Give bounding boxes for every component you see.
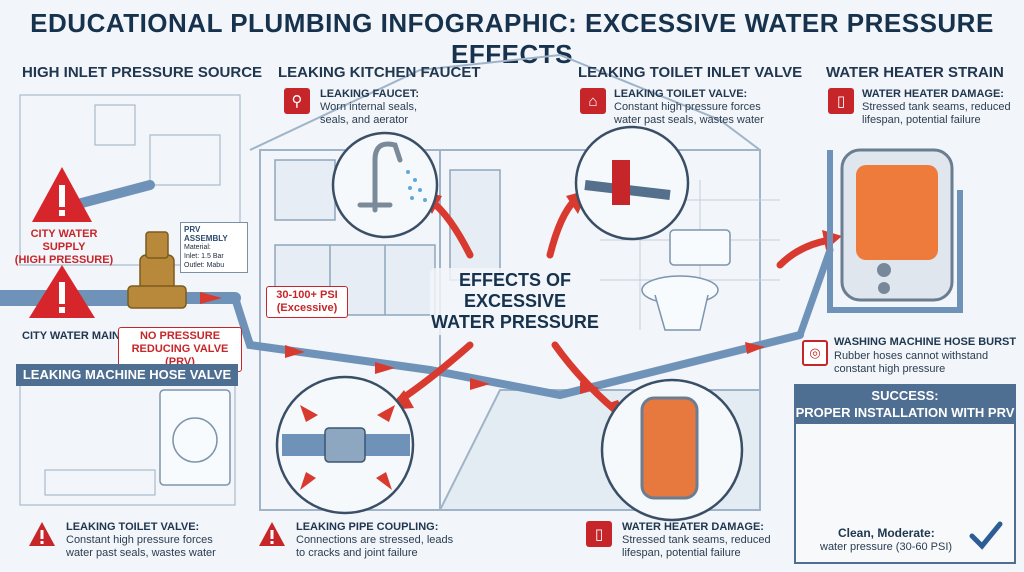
washing-machine-icon: ◎ bbox=[802, 340, 828, 366]
heading-heater: WATER HEATER STRAIN bbox=[826, 64, 1004, 81]
city-supply-line-1: CITY WATER SUPPLY bbox=[30, 228, 98, 253]
prv-assembly-title: PRV ASSEMBLY bbox=[184, 225, 228, 243]
success-banner: SUCCESS: PROPER INSTALLATION WITH PRV bbox=[794, 384, 1016, 424]
washing-machine bbox=[159, 389, 231, 486]
city-main-label: CITY WATER MAIN bbox=[22, 330, 120, 342]
psi-line-1: 30-100+ PSI bbox=[276, 289, 338, 301]
heading-toilet: LEAKING TOILET INLET VALVE bbox=[578, 64, 803, 81]
kitchen-desc-2: seals, and aerator bbox=[320, 114, 409, 126]
faucet-icon: ⚲ bbox=[284, 88, 310, 114]
washer-desc-2: constant high pressure bbox=[834, 363, 946, 375]
heater-pipes bbox=[827, 150, 963, 313]
water-heater-icon: ▯ bbox=[586, 521, 612, 547]
toilet-desc-1: Constant high pressure forces bbox=[614, 101, 761, 113]
success-heading-1: SUCCESS: bbox=[871, 388, 939, 403]
washer-desc-1: Rubber hoses cannot withstand bbox=[834, 350, 989, 362]
coupling bbox=[324, 427, 366, 463]
toilet-label: LEAKING TOILET VALVE: bbox=[614, 88, 748, 100]
heading-inlet: HIGH INLET PRESSURE SOURCE bbox=[22, 64, 263, 81]
warning-icon bbox=[259, 522, 285, 546]
prv-assembly-card: PRV ASSEMBLY Material: Inlet: 1.5 Bar Ou… bbox=[180, 222, 248, 273]
bottom-3-label: WATER HEATER DAMAGE: bbox=[622, 521, 764, 533]
bottom-1-desc-2: water past seals, wastes water bbox=[66, 547, 216, 559]
success-desc: water pressure (30-60 PSI) bbox=[820, 541, 953, 553]
bottom-3-desc-1: Stressed tank seams, reduced bbox=[622, 534, 771, 546]
toilet-desc-2: water past seals, wastes water bbox=[614, 114, 764, 126]
psi-line-2: (Excessive) bbox=[276, 302, 338, 314]
city-supply-line-2: (HIGH PRESSURE) bbox=[14, 254, 114, 266]
washer-label: WASHING MACHINE HOSE BURST bbox=[834, 336, 1017, 348]
bottom-2-desc-1: Connections are stressed, leads bbox=[296, 534, 454, 546]
bottom-1-desc-1: Constant high pressure forces bbox=[66, 534, 213, 546]
machine-hose-banner: LEAKING MACHINE HOSE VALVE bbox=[16, 364, 238, 386]
triangle-marks bbox=[59, 185, 65, 313]
toilet-illustration bbox=[641, 229, 731, 331]
no-prv-line-1: NO PRESSURE bbox=[139, 330, 221, 342]
bottom-3-desc-2: lifespan, potential failure bbox=[622, 547, 741, 559]
bottom-1-label: LEAKING TOILET VALVE: bbox=[66, 521, 200, 533]
prv-row-1-key: Material: bbox=[184, 244, 211, 251]
bottom-2-label: LEAKING PIPE COUPLING: bbox=[296, 521, 439, 533]
center-title-1: EFFECTS OF bbox=[459, 270, 571, 290]
heater-desc-1: Stressed tank seams, reduced bbox=[862, 101, 1011, 113]
bottom-2-desc-2: to cracks and joint failure bbox=[296, 547, 418, 559]
prv-row-3: Outlet: Mabu bbox=[184, 261, 244, 270]
pressure-arrows bbox=[300, 405, 395, 490]
heading-kitchen: LEAKING KITCHEN FAUCET bbox=[278, 64, 481, 81]
center-title-2: EXCESSIVE bbox=[463, 291, 567, 311]
success-heading-2: PROPER INSTALLATION WITH PRV bbox=[795, 405, 1015, 420]
psi-callout: 30-100+ PSI (Excessive) bbox=[266, 286, 348, 318]
heater-label: WATER HEATER DAMAGE: bbox=[862, 88, 1004, 100]
prv-row-1: Material: bbox=[184, 243, 244, 252]
warning-icon bbox=[29, 522, 55, 546]
spray-dots bbox=[406, 170, 427, 202]
prv-row-2-key: Inlet: bbox=[184, 253, 200, 260]
heater-desc-2: lifespan, potential failure bbox=[862, 114, 981, 126]
center-title-3: WATER PRESSURE bbox=[431, 312, 599, 332]
kitchen-label: LEAKING FAUCET: bbox=[320, 88, 419, 100]
prv-row-2-val: 1.5 Bar bbox=[201, 253, 224, 260]
success-label: Clean, Moderate: bbox=[838, 526, 935, 540]
water-heater-icon: ▯ bbox=[828, 88, 854, 114]
faucet-detail bbox=[357, 141, 403, 213]
heater-tank-small bbox=[640, 396, 699, 500]
prv-row-2: Inlet: 1.5 Bar bbox=[184, 252, 244, 261]
water-heater-large bbox=[840, 148, 954, 302]
city-supply-label: CITY WATER SUPPLY (HIGH PRESSURE) bbox=[8, 228, 120, 267]
prv-row-3-key: Outlet: bbox=[184, 262, 205, 269]
toilet-icon: ⌂ bbox=[580, 88, 606, 114]
no-prv-label: NO PRESSURE REDUCING VALVE (PRV) bbox=[118, 327, 242, 372]
prv-valve bbox=[127, 231, 187, 309]
prv-row-3-val: Mabu bbox=[206, 262, 225, 269]
checkmark-icon bbox=[969, 521, 1003, 550]
center-title: EFFECTS OF EXCESSIVE WATER PRESSURE bbox=[430, 268, 600, 335]
kitchen-desc-1: Worn internal seals, bbox=[320, 101, 418, 113]
page-title: EDUCATIONAL PLUMBING INFOGRAPHIC: EXCESS… bbox=[30, 8, 994, 69]
valve-body bbox=[612, 160, 630, 205]
